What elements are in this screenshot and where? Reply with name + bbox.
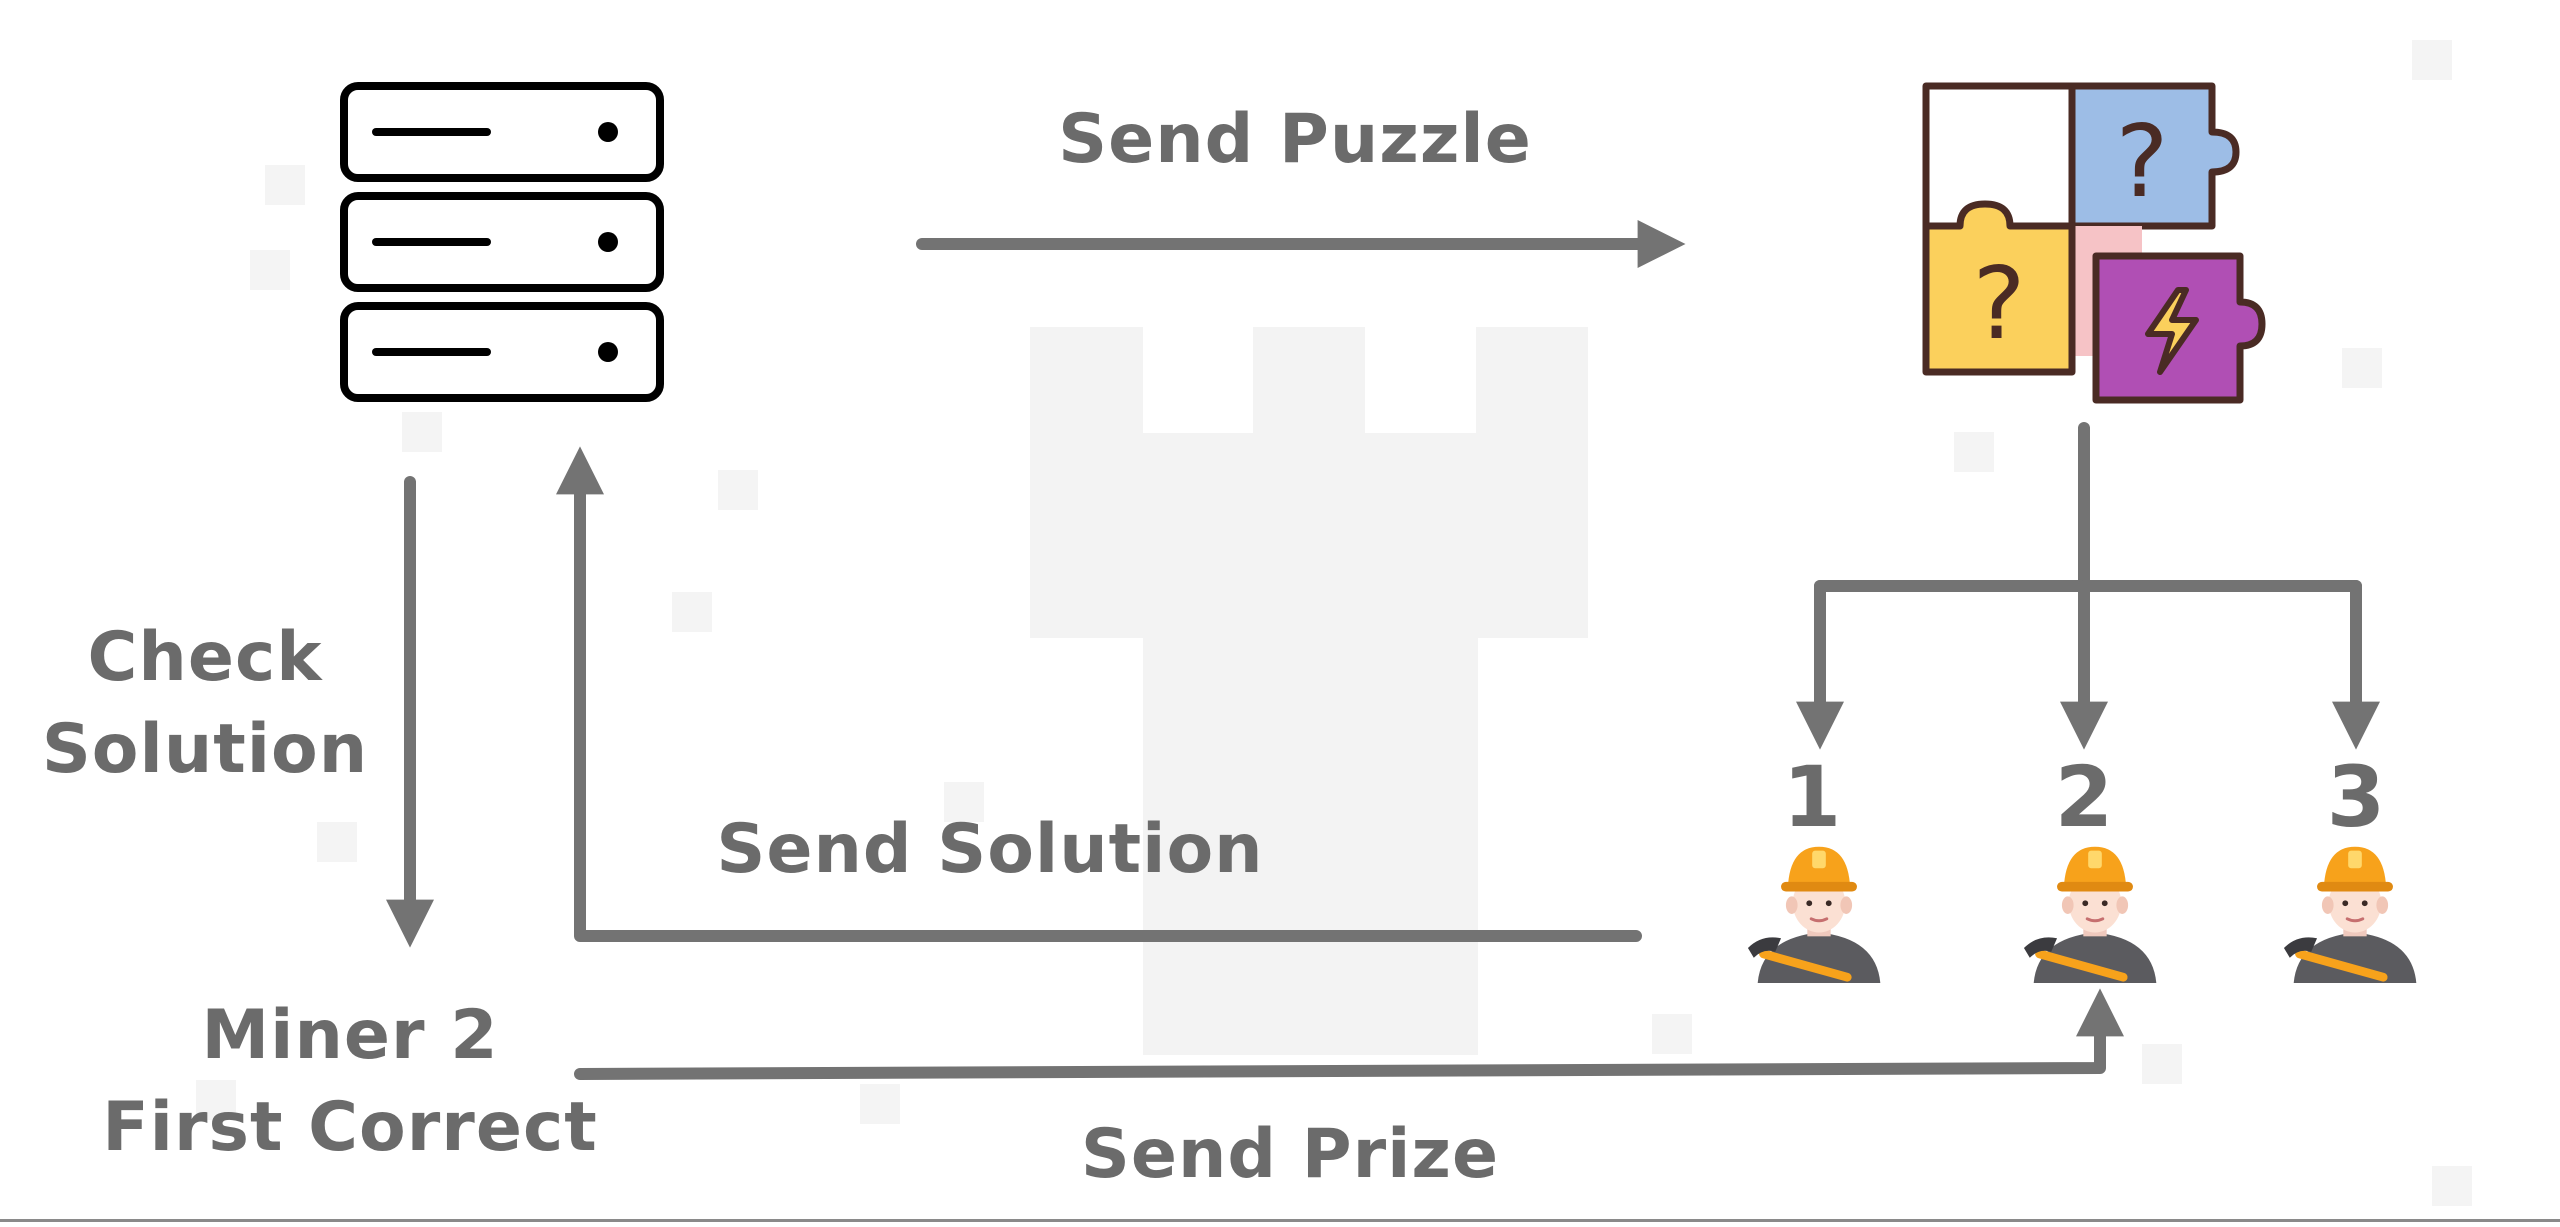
check-solution-line-1: Check (87, 618, 323, 697)
send-prize-arrow (574, 988, 2124, 1080)
bottom-border (0, 1219, 2560, 1222)
check-solution-label: Check Solution (30, 612, 380, 796)
send-prize-label: Send Prize (1080, 1115, 1500, 1194)
miner-icon (1748, 847, 1880, 983)
winner-label: Miner 2 First Correct (90, 990, 610, 1174)
miner-icon (2024, 847, 2156, 983)
winner-line-1: Miner 2 (201, 996, 499, 1075)
send-solution-arrow (556, 446, 1642, 942)
check-solution-line-2: Solution (41, 710, 369, 789)
send-solution-label: Send Solution (716, 810, 1264, 889)
miner-number-1: 1 (1782, 748, 1842, 846)
svg-text:?: ? (1972, 245, 2025, 362)
miner-number-2: 2 (2054, 748, 2114, 846)
background-dots (196, 40, 2472, 1206)
puzzle-icon: ? ? (1922, 82, 2266, 404)
arrows (386, 220, 2380, 1080)
svg-text:?: ? (2115, 103, 2168, 220)
miner-number-3: 3 (2326, 748, 2386, 846)
server-icon (340, 82, 664, 402)
winner-line-2: First Correct (102, 1088, 598, 1167)
send-puzzle-label: Send Puzzle (1058, 100, 1532, 179)
miner-icon (2284, 847, 2416, 983)
castle-watermark (1030, 327, 1588, 1055)
